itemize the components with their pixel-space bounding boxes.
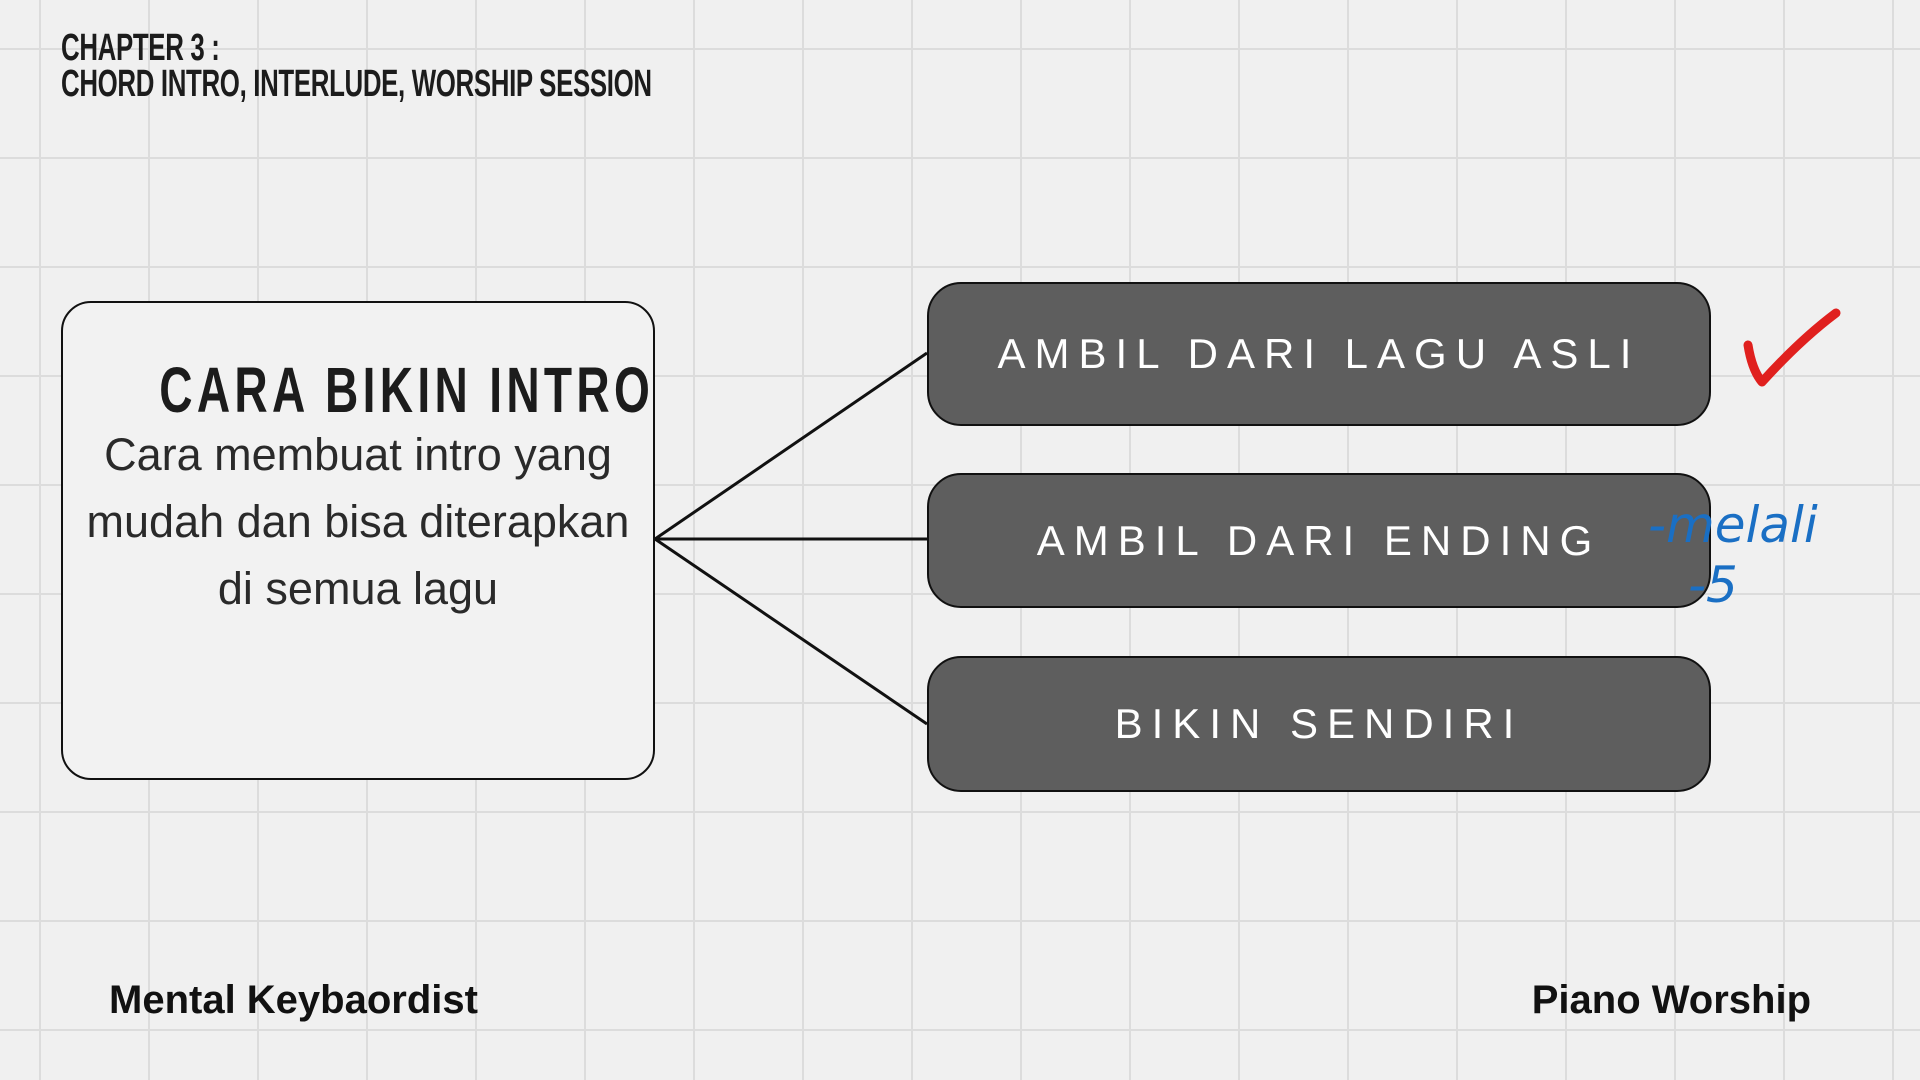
option-label: AMBIL DARI ENDING [1036, 516, 1602, 564]
option-box-bikin-sendiri: BIKIN SENDIRI [927, 656, 1711, 792]
chapter-title: CHAPTER 3 : CHORD INTRO, INTERLUDE, WORS… [61, 27, 652, 105]
handwritten-note-5: -5 [1688, 556, 1738, 614]
main-concept-box: CARA BIKIN INTRO Cara membuat intro yang… [61, 301, 655, 780]
main-concept-title: CARA BIKIN INTRO [159, 354, 655, 426]
option-label: AMBIL DARI LAGU ASLI [997, 330, 1641, 377]
connector-line-1 [654, 351, 928, 541]
connector-line-3 [654, 537, 928, 726]
footer-brand-left: Mental Keybaordist [109, 978, 478, 1022]
footer-brand-right: Piano Worship [1531, 978, 1811, 1022]
option-box-lagu-asli: AMBIL DARI LAGU ASLI [927, 282, 1711, 426]
checkmark-icon [1743, 308, 1841, 387]
chapter-number: CHAPTER 3 : [61, 27, 220, 69]
handwritten-note-melali: -melali [1648, 496, 1818, 554]
option-box-ending: AMBIL DARI ENDING [927, 473, 1711, 608]
option-label: BIKIN SENDIRI [1114, 700, 1524, 747]
chapter-subtitle: CHORD INTRO, INTERLUDE, WORSHIP SESSION [61, 63, 652, 105]
main-concept-description: Cara membuat intro yang mudah dan bisa d… [86, 429, 630, 614]
